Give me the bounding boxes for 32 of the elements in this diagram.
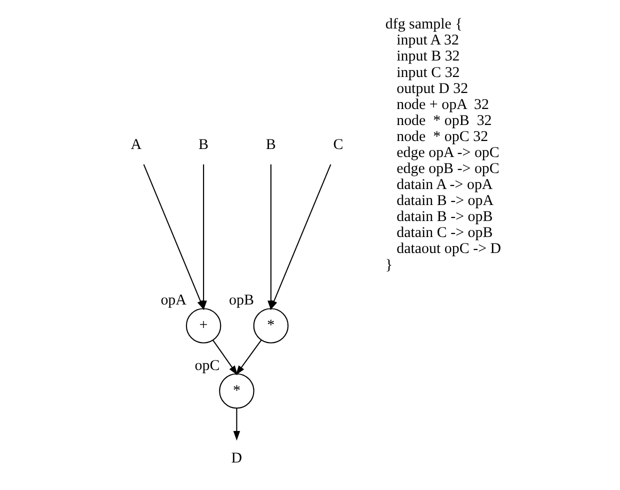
arrow [235, 340, 262, 376]
label: input A 32 [396, 32, 458, 49]
arrow [200, 164, 206, 310]
label: node * opC 32 [396, 128, 488, 145]
node-text: B [265, 136, 276, 153]
label: dfg sample { [384, 16, 462, 33]
node-circle: + [185, 308, 221, 344]
node-text: C [332, 136, 343, 153]
arrow [232, 408, 240, 441]
arrow [212, 340, 238, 376]
label: edge opB -> opC [396, 161, 499, 178]
label: dataout opC -> D [396, 241, 501, 258]
label: edge opA -> opC [396, 144, 499, 161]
label: node * opB 32 [396, 112, 492, 129]
node-label: opB [228, 292, 254, 309]
node-text: D [230, 450, 242, 466]
label: datain B -> opA [396, 193, 494, 210]
label: input B 32 [396, 48, 460, 65]
label: output D 32 [396, 80, 468, 97]
node-label: opC [194, 358, 220, 374]
node-circle: * [252, 308, 288, 344]
arrow [270, 164, 331, 310]
label: datain C -> opB [396, 225, 492, 242]
node-text: A [130, 136, 142, 153]
node-circle: * [218, 373, 254, 409]
node-text: B [198, 136, 208, 153]
label: node + opA 32 [396, 96, 489, 113]
label: } [384, 257, 392, 274]
node-label: opA [160, 292, 186, 309]
label: datain B -> opB [396, 209, 492, 226]
label: datain A -> opA [396, 177, 492, 194]
label: input C 32 [396, 64, 460, 81]
